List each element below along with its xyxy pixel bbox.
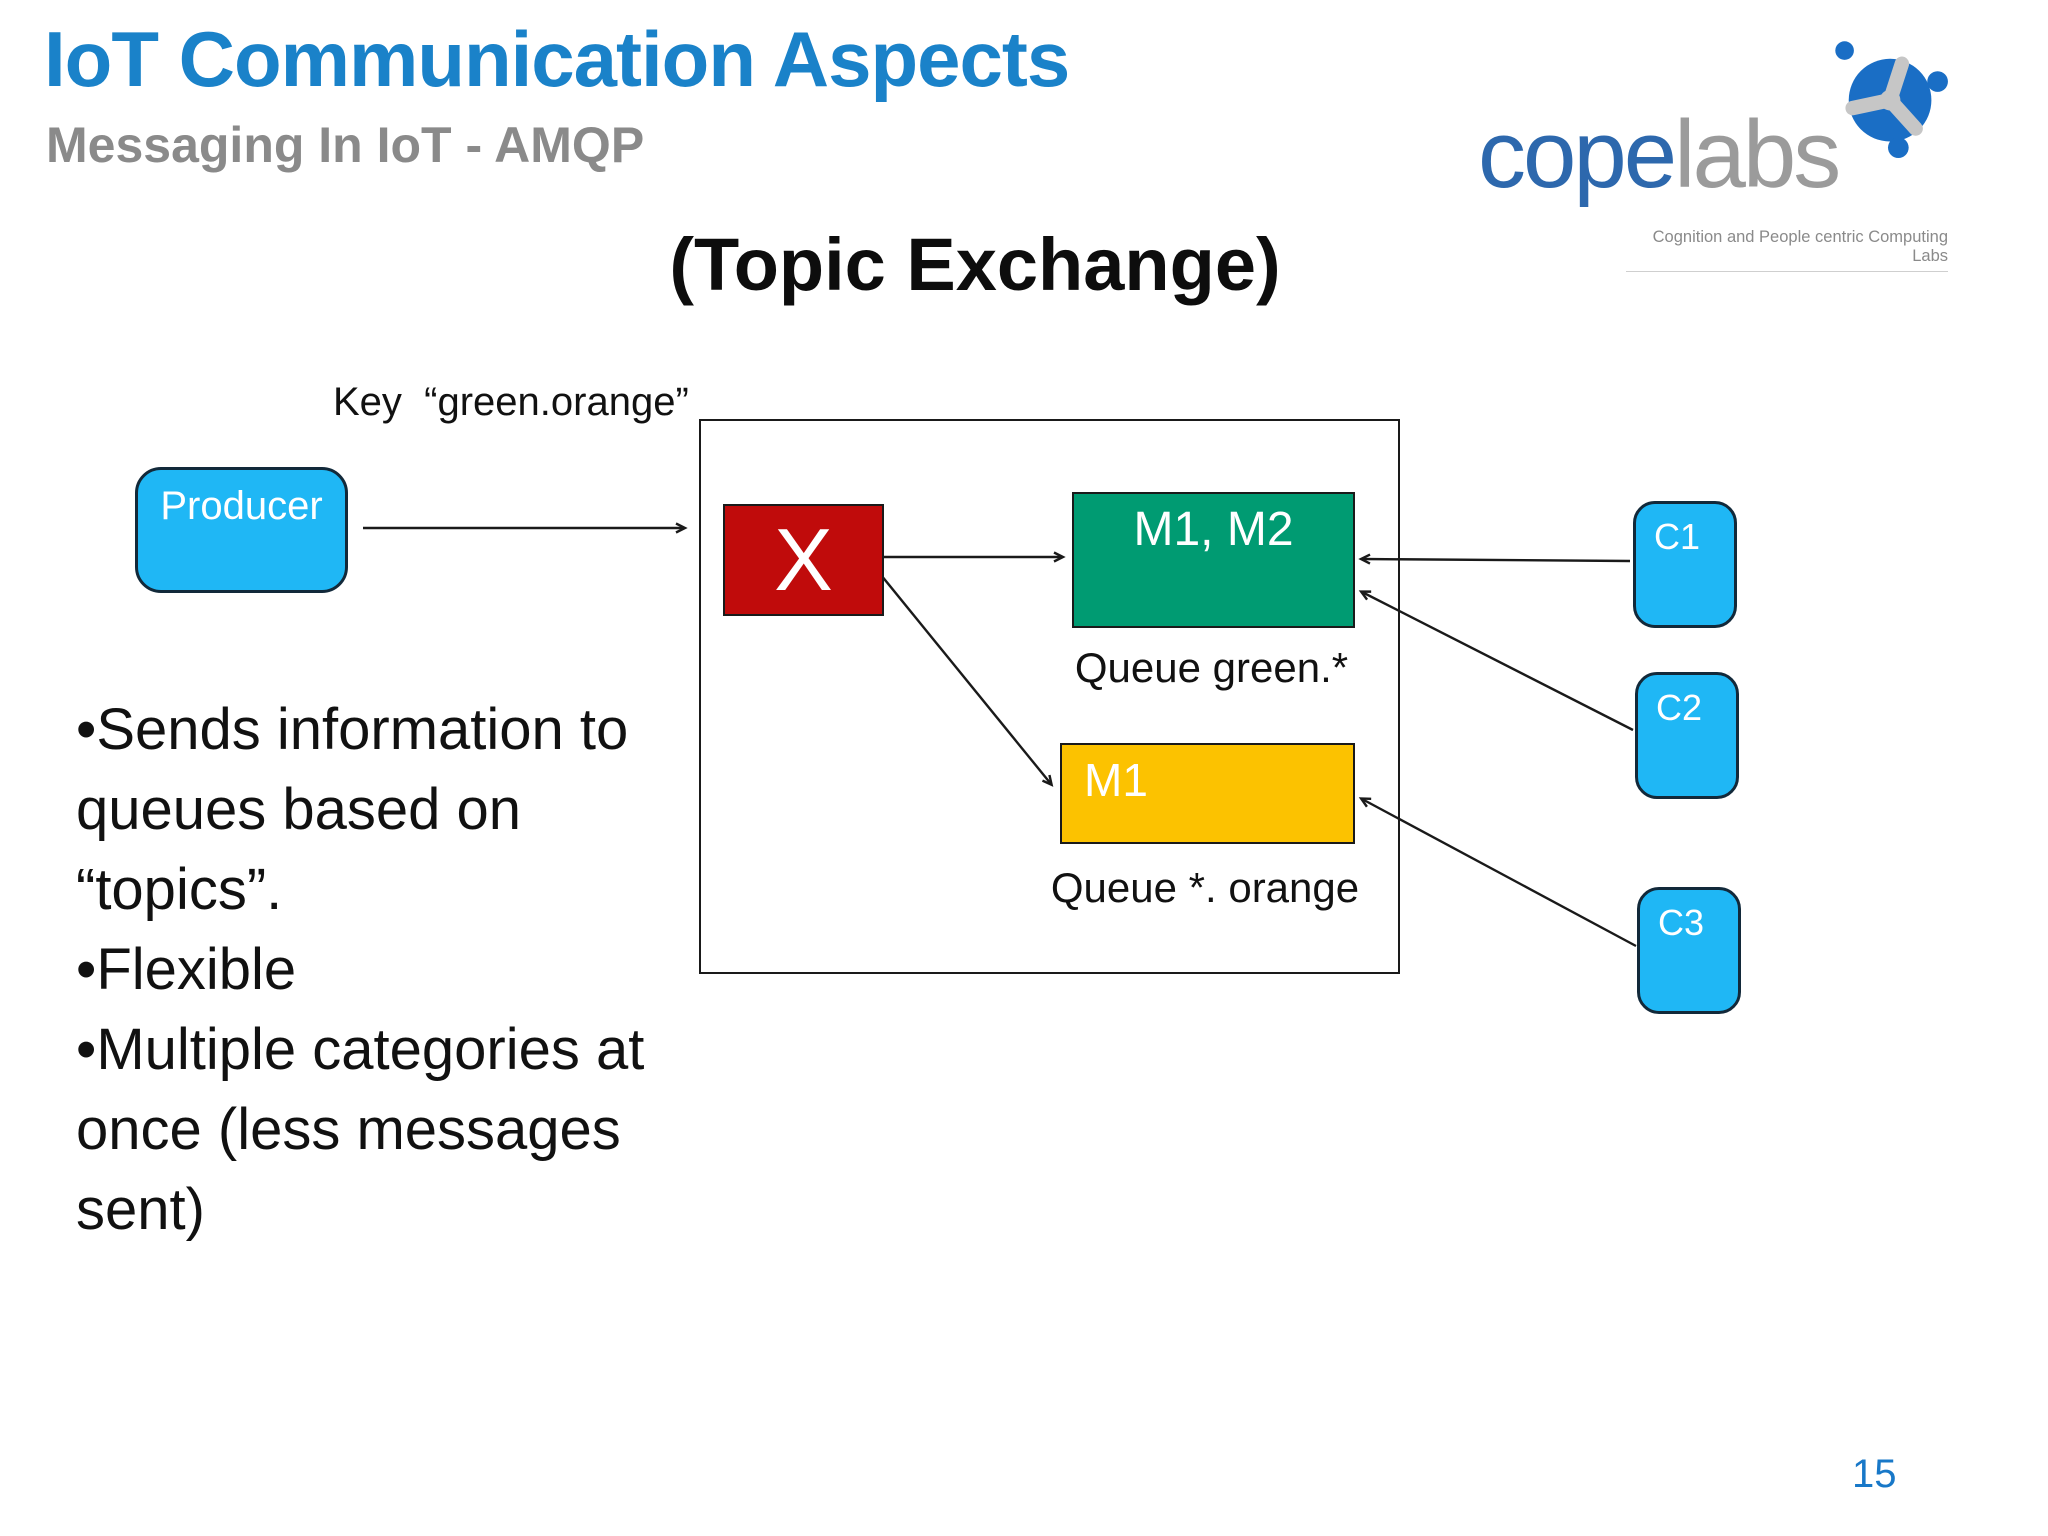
page-title: IoT Communication Aspects: [44, 15, 1070, 103]
consumer-c2-node: C2: [1635, 672, 1739, 799]
bullet-item-line: •Multiple categories at: [76, 1010, 716, 1090]
topic-exchange-heading: (Topic Exchange): [669, 223, 1281, 306]
arrow-c2-to-green-queue: [1358, 590, 1634, 732]
exchange-label: X: [774, 510, 833, 609]
bullet-text: once (less messages: [76, 1097, 621, 1162]
logo-word-labs: labs: [1674, 101, 1841, 208]
page-subtitle: Messaging In IoT - AMQP: [46, 117, 645, 173]
bullet-text: “topics”.: [76, 857, 283, 922]
consumer-c3-node: C3: [1637, 887, 1741, 1014]
bullet-marker: •: [76, 937, 97, 1002]
consumer-c1-label: C1: [1654, 516, 1701, 557]
producer-node: Producer: [135, 467, 348, 593]
bullet-text: Multiple categories at: [96, 1017, 645, 1082]
bullet-item-line: sent): [76, 1170, 716, 1250]
consumer-c2-label: C2: [1656, 687, 1703, 728]
queue-orange-caption: Queue *. orange: [1050, 864, 1360, 911]
exchange-node: X: [723, 504, 884, 616]
bullet-item-line: queues based on: [76, 770, 716, 850]
page-number: 15: [1852, 1452, 1897, 1496]
bullet-list: •Sends information to queues based on “t…: [76, 690, 716, 1250]
bullet-item-line: once (less messages: [76, 1090, 716, 1170]
bullet-text: Sends information to: [96, 697, 629, 762]
arrow-c3-to-orange-queue: [1358, 797, 1637, 948]
consumer-c1-node: C1: [1633, 501, 1737, 628]
logo-tagline: Cognition and People centric Computing L…: [1626, 228, 1948, 272]
consumer-c3-label: C3: [1658, 902, 1705, 943]
bullet-text: sent): [76, 1177, 205, 1242]
broker-boundary-rect: [699, 419, 1400, 974]
bullet-marker: •: [76, 1017, 97, 1082]
queue-orange-node: M1: [1060, 743, 1355, 844]
copelabs-logo: copelabs: [1478, 100, 1841, 210]
queue-orange-messages: M1: [1084, 754, 1148, 806]
bullet-text: Flexible: [96, 937, 297, 1002]
bullet-item-line: “topics”.: [76, 850, 716, 930]
queue-green-node: M1, M2: [1072, 492, 1355, 628]
bullet-marker: •: [76, 697, 97, 762]
routing-key-label: Key “green.orange”: [333, 380, 689, 424]
bullet-item-line: •Sends information to: [76, 690, 716, 770]
queue-green-messages: M1, M2: [1133, 503, 1294, 556]
producer-label: Producer: [160, 484, 323, 528]
bullet-text: queues based on: [76, 777, 522, 842]
arrow-c1-to-green-queue: [1358, 553, 1631, 565]
bullet-item-line: •Flexible: [76, 930, 716, 1010]
queue-green-caption: Queue green.*: [1074, 644, 1349, 691]
copelabs-swirl-icon: [1826, 34, 1950, 163]
logo-word-cope: cope: [1478, 101, 1677, 208]
